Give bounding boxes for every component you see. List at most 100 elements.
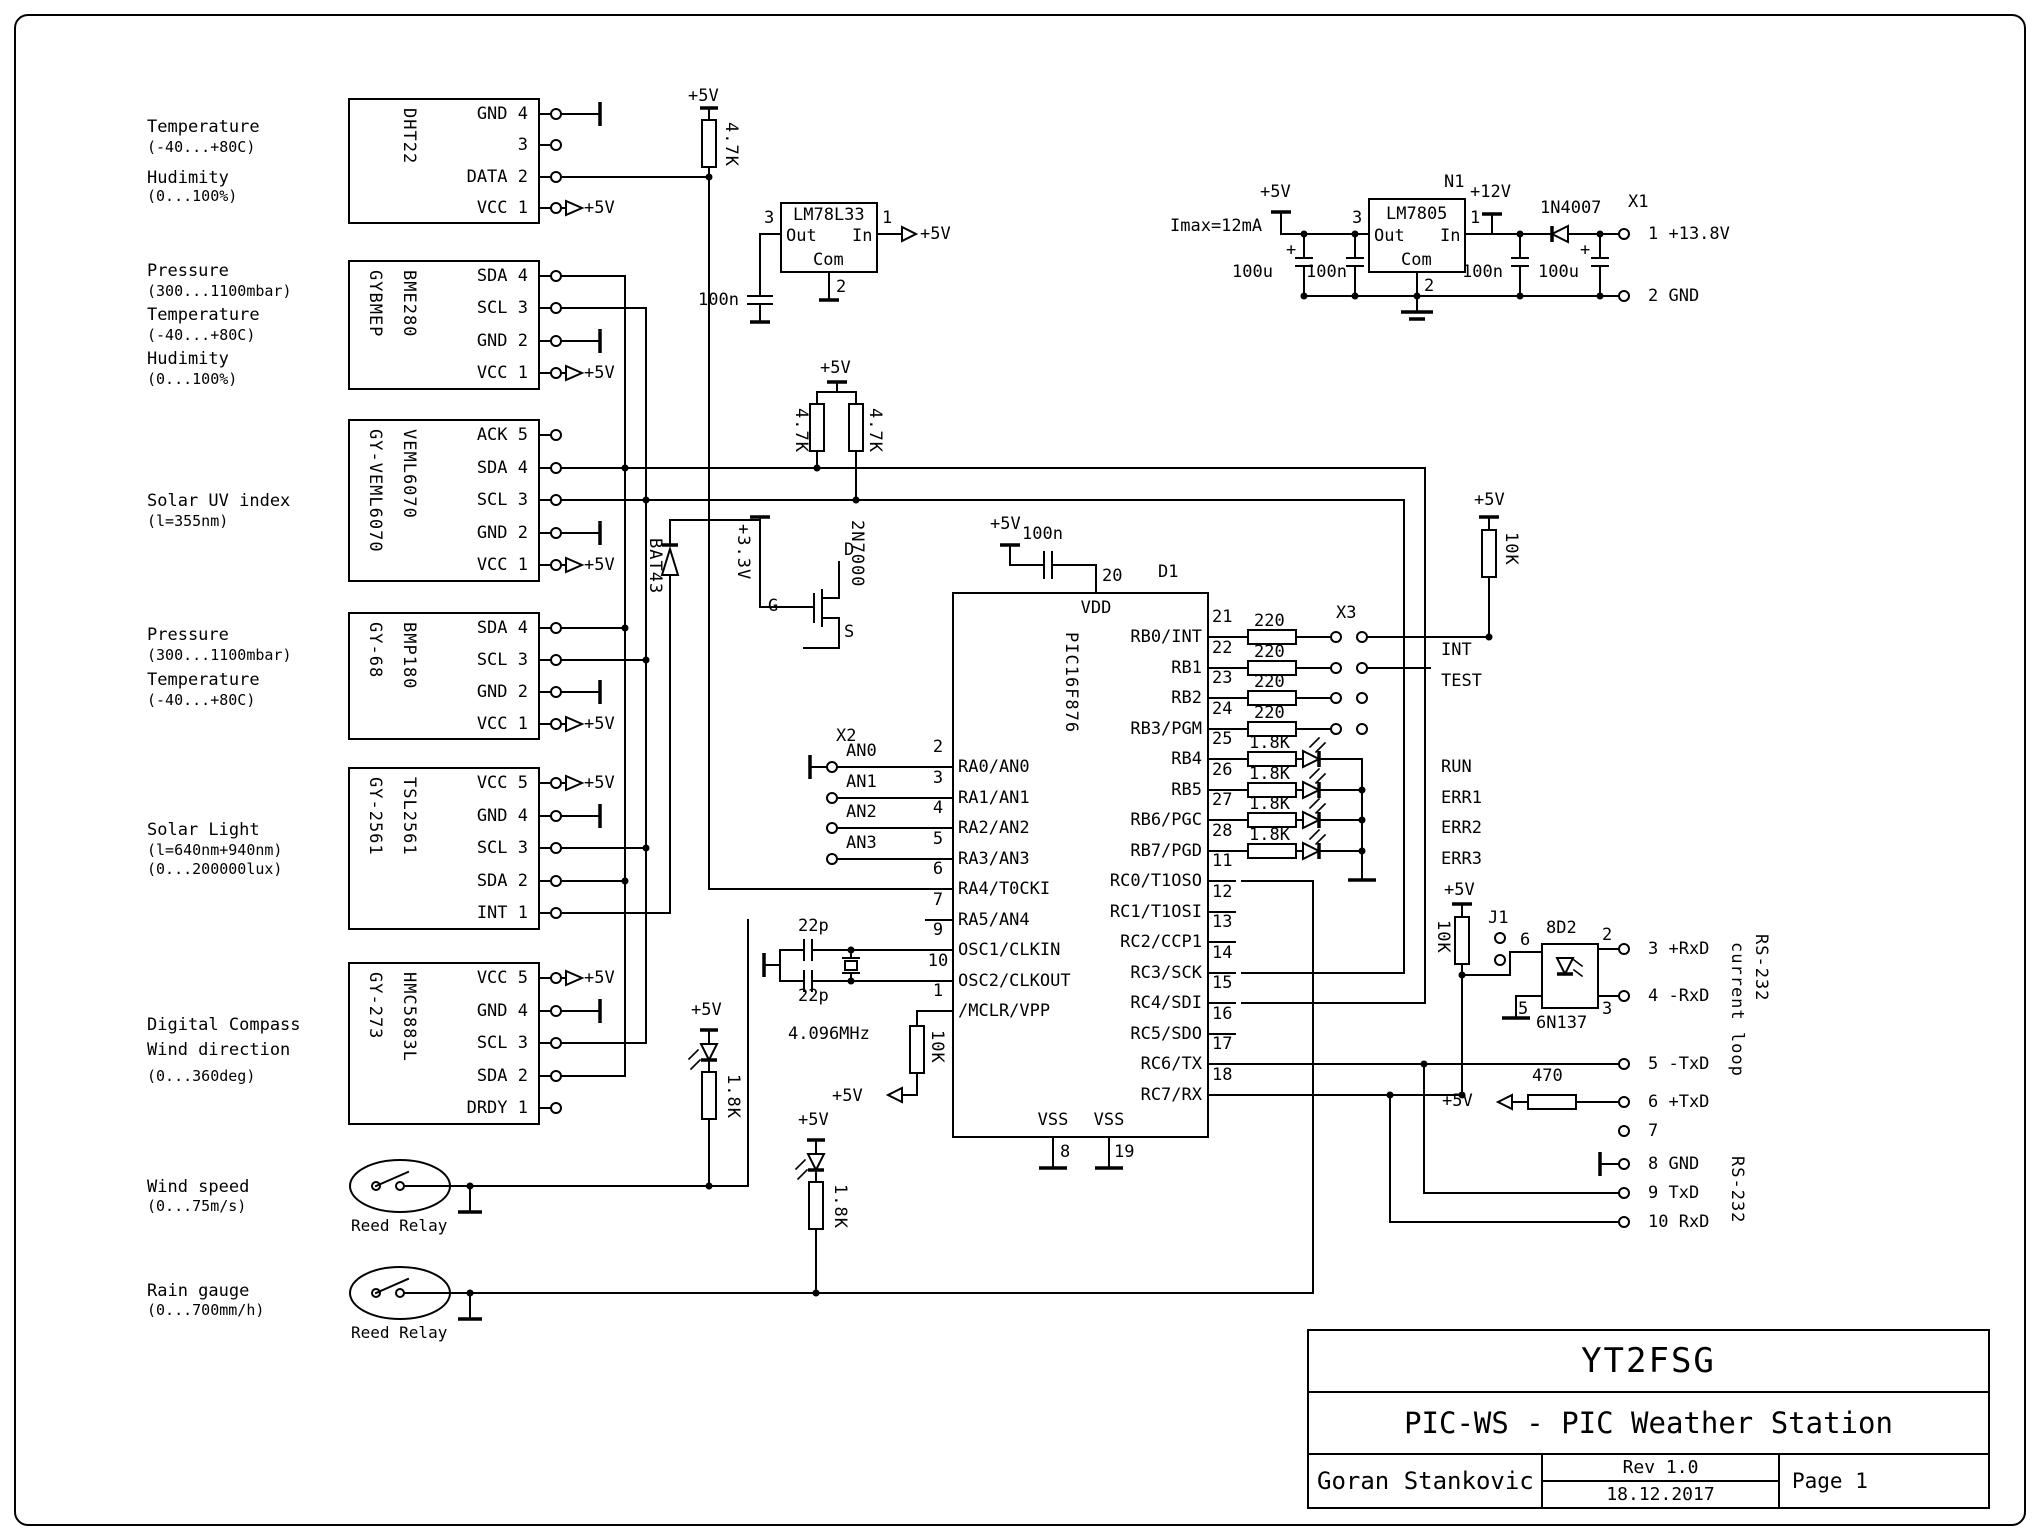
annot-uv-range: (l=355nm) [147,512,229,530]
opto-pin6: 6 [1520,930,1531,950]
veml6070-pin-scl: SCL 3 [476,490,528,510]
pic-pin-vss-num: 19 [1114,1142,1135,1162]
c-plus-1: + [1286,240,1297,260]
rs232-pin5: 5 -TxD [1648,1054,1710,1074]
dht22-pin-vcc: VCC 1 [476,198,528,218]
r-220-rb1: 220 [1254,642,1285,662]
rs232-pin7: 7 [1648,1121,1659,1141]
annot-bme-temp-range: (-40...+80C) [147,326,256,344]
annot-wind-dir-range: (0...360deg) [147,1067,256,1085]
lm7805-pin1: 1 [1470,208,1481,228]
net-an1: AN1 [846,772,877,792]
resistor-1k8-wind-led [701,1071,717,1120]
tsl2561-outline [348,767,540,930]
pic-pin-num-14: 14 [1212,943,1233,963]
lm78l33-pin2: 2 [836,277,847,297]
pic-pin-rc3-sck: RC3/SCK [1130,963,1202,983]
reed-relay-rain-label: Reed Relay [351,1323,448,1342]
net-5v-bmp-vcc: +5V [584,714,615,734]
bmp180-outline [348,612,540,740]
pic-pin-num-22: 22 [1212,638,1233,658]
annot-dht-temp-range: (-40...+80C) [147,138,256,156]
psu-designator: N1 [1444,172,1465,192]
conn-x1-label: X1 [1628,192,1649,212]
pic-pin-num-26: 26 [1212,760,1233,780]
net-5v-dht-vcc: +5V [584,198,615,218]
pic-pin-rb6-pgc: RB6/PGC [1130,810,1202,830]
resistor-10k-int [1481,529,1497,578]
annot-wind-speed: Wind speed [147,1177,250,1197]
net-5v-veml-vcc: +5V [584,555,615,575]
net-5v-led-wind: +5V [691,1000,722,1020]
tsl2561-pin-vcc: VCC 5 [476,773,528,793]
r-220-rb0: 220 [1254,611,1285,631]
net-an3: AN3 [846,833,877,853]
lm78l33-pin3: 3 [764,208,775,228]
resistor-4k7-scl [848,403,864,452]
annot-bmp-temp-range: (-40...+80C) [147,691,256,709]
hmc5883l-outline [348,962,540,1125]
title-callsign: YT2FSG [1309,1331,1988,1393]
opto-name: 6N137 [1536,1013,1588,1033]
r-4k7-scl: 4.7K [865,408,885,453]
veml6070-pin-vcc: VCC 1 [476,555,528,575]
hmc5883l-pin-sda: SDA 2 [476,1066,528,1086]
c-plus-2: + [1580,240,1591,260]
annot-bmp-temperature: Temperature [147,670,260,690]
pic-pin-ra2-an2: RA2/AN2 [958,818,1030,838]
r-1k8-rb5: 1.8K [1249,764,1290,784]
supply-arrow [565,556,585,574]
annot-light-range: (0...200000lux) [147,860,283,878]
r-220-rb3: 220 [1254,703,1285,723]
annot-light: Solar Light [147,820,260,840]
net-5v-txd: +5V [1442,1091,1473,1111]
dht22-pin-gnd: GND 4 [476,104,528,124]
pic-pin-rc7-rx: RC7/RX [1140,1085,1202,1105]
annot-bme-pressure: Pressure [147,261,229,281]
pic-pin-rb5: RB5 [1171,780,1202,800]
lm7805-com: Com [1401,250,1432,270]
r-1k8-led-rain: 1.8K [830,1184,850,1229]
pic-pin-osc1-clkin: OSC1/CLKIN [958,940,1061,960]
r-1k8-led-wind: 1.8K [723,1074,743,1119]
supply-arrow [901,225,919,243]
pic-pin-rb1: RB1 [1171,658,1202,678]
led-err2-symbol [1302,810,1322,830]
r-1k8-rb4: 1.8K [1249,733,1290,753]
pic-pin-rc6-tx: RC6/TX [1140,1054,1202,1074]
pic-pin-num-1: 1 [932,981,944,1001]
led-err1-symbol [1302,780,1322,800]
r-220-rb2: 220 [1254,672,1285,692]
lm7805-out: Out [1374,226,1405,246]
resistor-1k8-rb4 [1247,751,1297,767]
q-drain: D [844,540,855,560]
r-1k8-rb7: 1.8K [1249,825,1290,845]
r-10k-int: 10K [1501,532,1521,566]
r-10k-opto: 10K [1433,920,1453,954]
veml6070-pin-gnd: GND 2 [476,523,528,543]
pic-pin-vdd: VDD [1080,598,1112,618]
c-100n-78l33: 100n [698,290,739,310]
conn-x3-label: X3 [1336,603,1357,623]
pic-pin-num-3: 3 [932,768,944,788]
pic-pin-vss: VSS [1093,1110,1125,1130]
resistor-220-rb1 [1247,660,1297,676]
hmc5883l-name: HMC5883L [399,972,419,1062]
pic-pin-ra0-an0: RA0/AN0 [958,757,1030,777]
dht22-outline [348,98,540,224]
pic-pin-rb2: RB2 [1171,688,1202,708]
veml6070-name: VEML6070 [399,429,419,519]
hmc5883l-name: GY-273 [365,972,385,1040]
annot-rain-range: (0...700mm/h) [147,1301,265,1319]
bme280-pin-scl: SCL 3 [476,298,528,318]
hmc5883l-pin-drdy: DRDY 1 [466,1098,528,1118]
crystal-4096 [844,960,858,971]
led-run-symbol [1302,749,1322,769]
pic-pin-vss: VSS [1037,1110,1069,1130]
resistor-10k-opto [1454,916,1470,965]
pic-pin-num-11: 11 [1212,851,1233,871]
veml6070-outline [348,419,540,582]
resistor-470 [1527,1094,1577,1110]
